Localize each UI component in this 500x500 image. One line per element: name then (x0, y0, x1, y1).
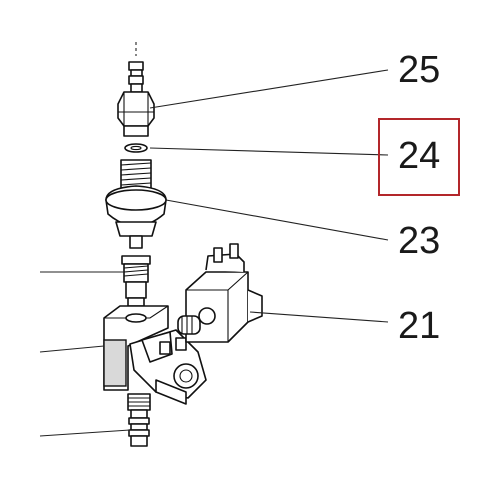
nipple-fitting (121, 255, 151, 307)
leader-line-left-2 (39, 345, 105, 353)
leader-line-21 (249, 311, 389, 323)
callout-25: 25 (398, 49, 440, 91)
callout-21: 21 (398, 305, 440, 347)
bottom-barb-fitting (127, 393, 151, 447)
leader-line-23 (165, 199, 389, 241)
leader-line-25 (149, 69, 389, 109)
leader-line-left-3 (39, 429, 131, 437)
callout-23: 23 (398, 220, 440, 262)
callout-24: 24 (398, 135, 440, 177)
part-23-pressure-switch (105, 159, 167, 249)
leader-line-24 (149, 147, 389, 156)
part-24-o-ring (124, 143, 148, 153)
solenoid-valve-body (103, 305, 207, 405)
callout-24-highlight-box (378, 118, 460, 196)
part-25-barb-fitting (117, 42, 155, 137)
part-21-solenoid (177, 243, 263, 343)
